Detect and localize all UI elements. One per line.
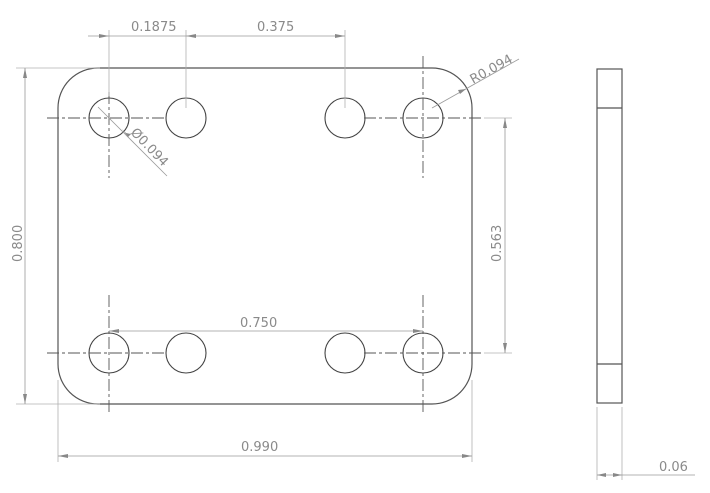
dim-height-overall: 0.800 — [11, 225, 26, 262]
dim-corner-radius: R0.094 — [468, 52, 516, 88]
dim-thickness: 0.06 — [659, 460, 688, 475]
dim-hole-diameter: Ø0.094 — [127, 125, 171, 170]
dimensions-front: 0.1875 0.375 R0.094 Ø0.094 0.800 0.563 0… — [11, 20, 520, 462]
dim-width-overall: 0.990 — [241, 440, 278, 455]
side-outline — [596, 68, 623, 404]
center-lines — [47, 56, 484, 414]
dim-hole-spacing-mid: 0.375 — [257, 20, 294, 35]
dim-hole-row-spacing: 0.563 — [490, 225, 505, 262]
hole-bottom-3 — [324, 332, 366, 374]
front-view — [47, 56, 484, 414]
plate-outline — [57, 67, 473, 405]
dim-hole-outer-spacing: 0.750 — [240, 316, 277, 331]
hole-bottom-2 — [165, 332, 207, 374]
dimensions-side: 0.06 — [596, 407, 695, 480]
dim-hole-spacing-small: 0.1875 — [131, 20, 177, 35]
side-view — [596, 68, 623, 404]
